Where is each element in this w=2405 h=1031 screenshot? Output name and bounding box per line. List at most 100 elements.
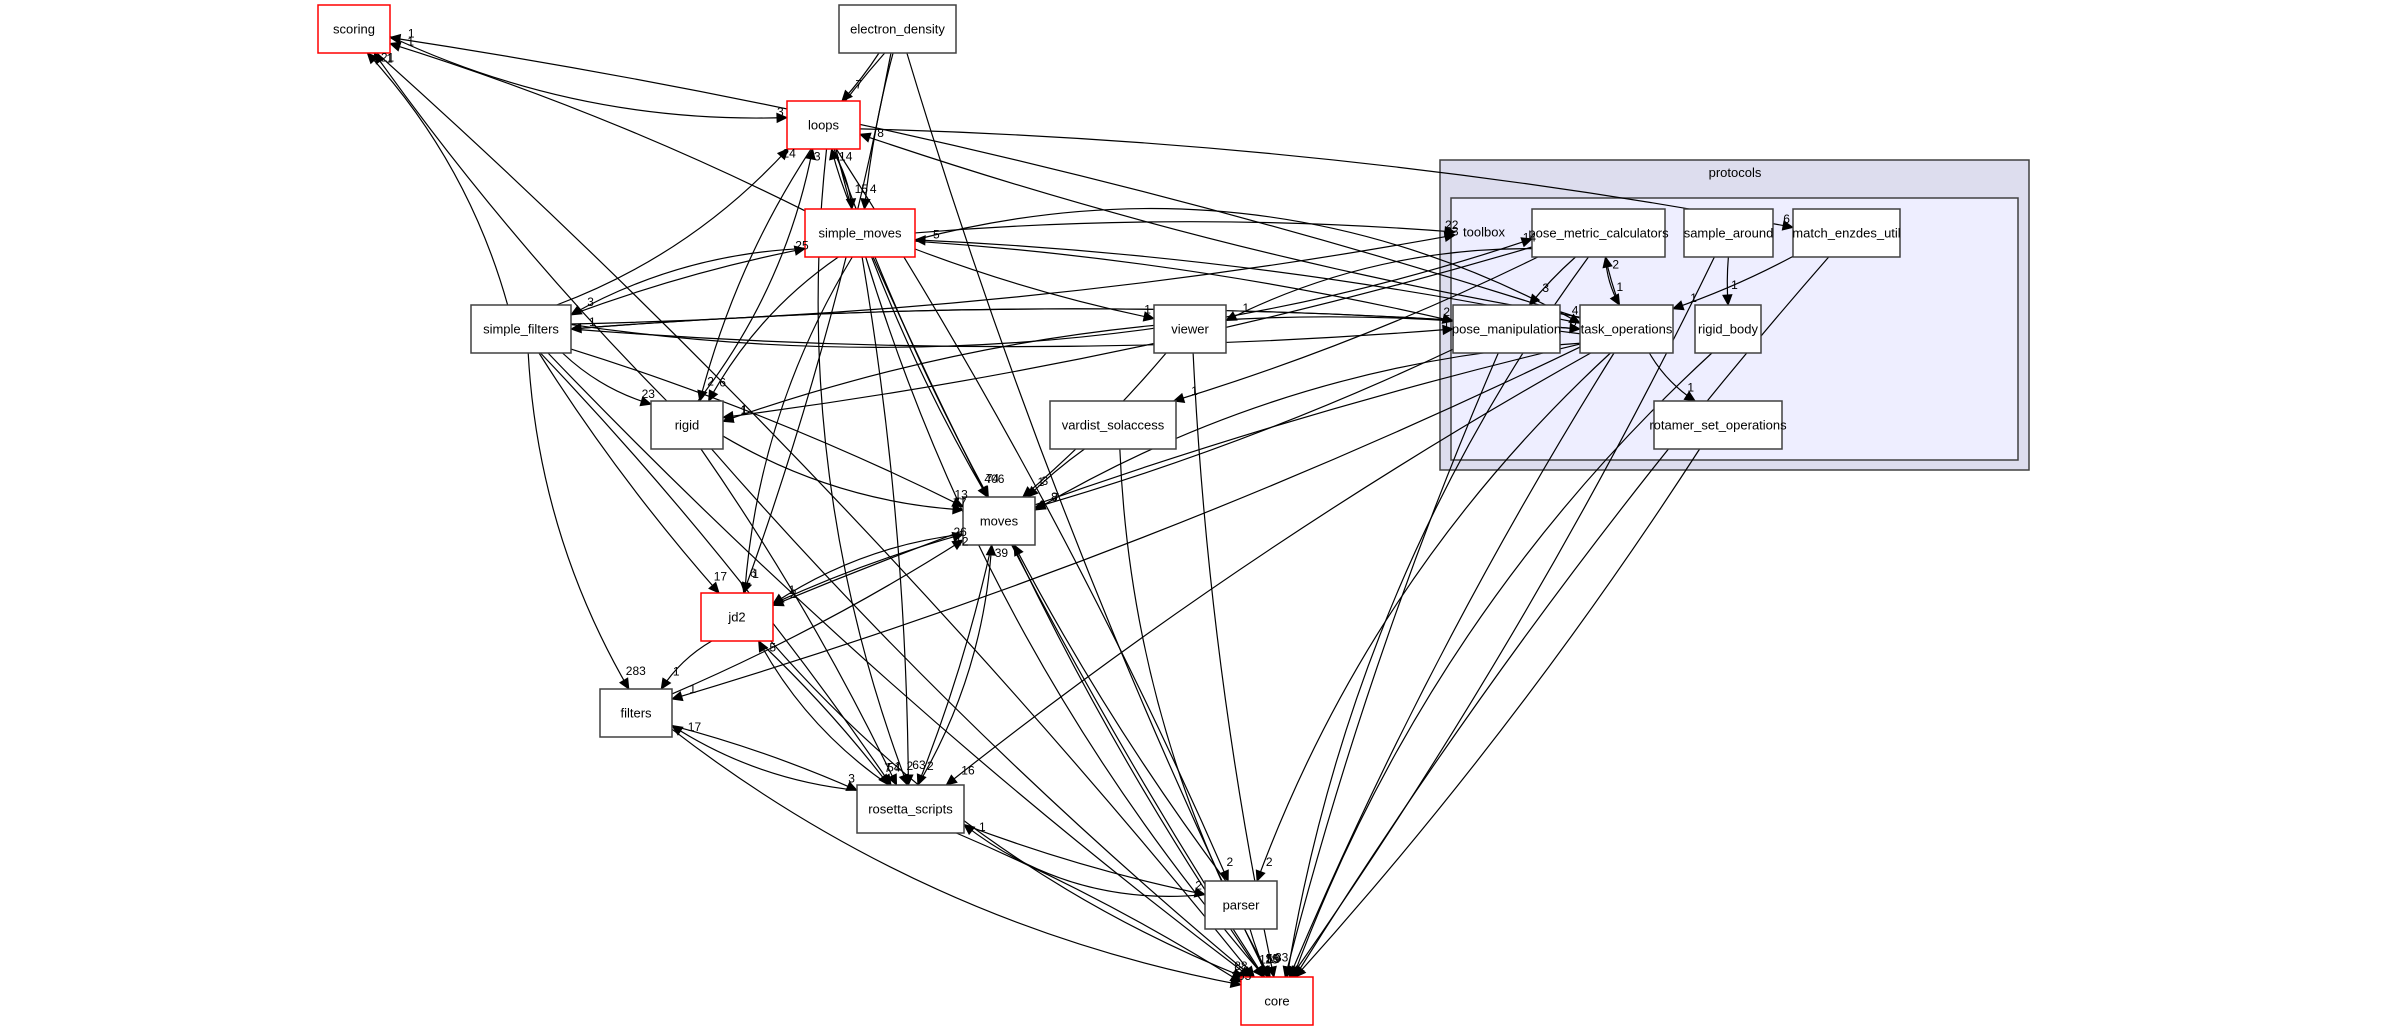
edge-task_operations-to-rosetta_scripts[interactable] <box>945 352 1591 786</box>
edge-simple_moves-to-toolbox[interactable] <box>914 221 1456 234</box>
edge-pose_manipulation-to-core[interactable] <box>1284 352 1499 978</box>
node-simple-filters[interactable]: simple_filters <box>470 304 572 354</box>
node-core[interactable]: core <box>1240 976 1314 1026</box>
node-box[interactable] <box>317 4 391 54</box>
edge-label-viewer-to-core[interactable]: 33 <box>1275 950 1289 964</box>
node-moves[interactable]: moves <box>962 496 1036 546</box>
edge-label-rigid-to-loops[interactable]: 3 <box>814 150 821 164</box>
edge-label-rigid-to-rosetta_scripts[interactable]: 1 <box>894 759 901 773</box>
edge-rigid-to-core[interactable] <box>711 448 1253 978</box>
edge-label-rosetta_scripts-to-parser[interactable]: 2 <box>1195 879 1202 893</box>
edge-label-task_operations-to-jd2[interactable]: 2 <box>790 587 797 601</box>
edge-simple_moves-to-viewer[interactable] <box>914 248 1155 320</box>
edge-label-task_operations-to-simple_filters[interactable]: 1 <box>589 315 596 329</box>
edge-label-simple_filters-to-pose_manipulation[interactable]: 1 <box>1443 317 1450 331</box>
edge-rigid-to-scoring[interactable] <box>373 52 668 402</box>
edge-label-simple_moves-to-jd2[interactable]: 6 <box>750 566 757 580</box>
edge-jd2-to-rosetta_scripts[interactable] <box>758 640 890 786</box>
edge-label-electron_density-to-rigid[interactable]: 2 <box>707 374 714 388</box>
edge-label-simple_filters-to-loops[interactable]: 24 <box>782 146 796 160</box>
node-filters[interactable]: filters <box>599 688 673 738</box>
edge-label-pose_metric_calculators-to-viewer[interactable]: 1 <box>1243 301 1250 315</box>
edge-parser-to-moves[interactable] <box>1013 544 1227 882</box>
node-box[interactable] <box>804 208 916 258</box>
edge-label-loops-to-rosetta_scripts[interactable]: 2 <box>906 759 913 773</box>
edge-rotamer_set_operations-to-core[interactable] <box>1294 448 1701 978</box>
edge-label-jd2-to-moves[interactable]: 26 <box>954 525 968 539</box>
node-loops[interactable]: loops <box>786 100 861 150</box>
node-box[interactable] <box>1683 208 1774 258</box>
edge-task_operations-to-loops[interactable] <box>859 133 1581 318</box>
edge-moves-to-jd2[interactable] <box>772 533 964 605</box>
edge-label-electron_density-to-simple_moves[interactable]: 4 <box>870 182 877 196</box>
edge-label-vardist_solaccess-to-moves[interactable]: 3 <box>1041 474 1048 488</box>
node-box[interactable] <box>1049 400 1177 450</box>
edge-label-match_enzdes_util-to-task_operations[interactable]: 1 <box>1690 291 1697 305</box>
edge-label-task_operations-to-moves[interactable]: 8 <box>1051 490 1058 504</box>
edge-label-simple_moves-to-rigid[interactable]: 6 <box>719 376 726 390</box>
edge-simple_filters-to-pose_metric_calculators[interactable] <box>570 238 1533 348</box>
edge-label-task_operations-to-pose_metric_calculators[interactable]: 2 <box>1612 258 1619 272</box>
node-box[interactable] <box>1452 304 1561 354</box>
edge-electron_density-to-core[interactable] <box>906 52 1269 978</box>
edge-simple_moves-to-rosetta_scripts[interactable] <box>861 256 909 786</box>
node-rosetta-scripts[interactable]: rosetta_scripts <box>856 784 965 834</box>
node-box[interactable] <box>1153 304 1227 354</box>
edge-simple_filters-to-task_operations[interactable] <box>570 308 1581 330</box>
edge-label-simple_filters-to-toolbox[interactable]: 23 <box>1445 224 1459 238</box>
edge-loops-to-moves[interactable] <box>833 148 989 498</box>
edge-label-simple_filters-to-filters[interactable]: 283 <box>626 664 646 678</box>
edge-simple_filters-to-moves[interactable] <box>570 348 964 508</box>
edge-match_enzdes_util-to-core[interactable] <box>1294 256 1830 978</box>
edge-label-simple_moves-to-task_operations[interactable]: 4 <box>1572 303 1579 317</box>
edge-simple_moves-to-simple_filters[interactable] <box>570 247 806 316</box>
edge-electron_density-to-rigid[interactable] <box>699 52 886 402</box>
node-vardist-solaccess[interactable]: vardist_solaccess <box>1049 400 1177 450</box>
edge-label-moves-to-jd2[interactable]: 1 <box>789 583 796 597</box>
node-box[interactable] <box>786 100 861 150</box>
edge-label-loops-to-match_enzdes_util[interactable]: 6 <box>1783 212 1790 226</box>
node-rigid[interactable]: rigid <box>650 400 724 450</box>
edge-filters-to-rosetta_scripts[interactable] <box>671 725 858 791</box>
edge-label-rosetta_scripts-to-filters[interactable]: 17 <box>688 720 702 734</box>
edge-label-parser-to-rosetta_scripts[interactable]: 1 <box>979 820 986 834</box>
node-box[interactable] <box>1694 304 1762 354</box>
edge-label-filters-to-core[interactable]: 205 <box>1231 969 1251 983</box>
edge-label-electron_density-to-jd2[interactable]: 1 <box>752 567 759 581</box>
node-box[interactable] <box>1653 400 1783 450</box>
edge-label-pose_metric_calculators-to-rigid[interactable]: 1 <box>741 403 748 417</box>
edge-sample_around-to-core[interactable] <box>1290 256 1715 978</box>
node-box[interactable] <box>1579 304 1674 354</box>
edge-label-parser-to-core[interactable]: 55 <box>1266 951 1280 965</box>
edge-label-loops-to-simple_moves[interactable]: 15 <box>855 182 869 196</box>
edge-label-rosetta_scripts-to-moves[interactable]: 39 <box>995 546 1009 560</box>
edge-loops-to-match_enzdes_util[interactable] <box>859 128 1794 228</box>
edge-task_operations-to-jd2[interactable] <box>772 343 1581 606</box>
node-box[interactable] <box>962 496 1036 546</box>
edge-label-filters-to-rosetta_scripts[interactable]: 3 <box>848 772 855 786</box>
node-box[interactable] <box>470 304 572 354</box>
edge-label-task_operations-to-parser[interactable]: 2 <box>1266 855 1273 869</box>
edge-label-task_operations-to-rotamer_set_operations[interactable]: 1 <box>1687 380 1694 394</box>
edge-label-moves-to-rosetta_scripts[interactable]: 2 <box>927 759 934 773</box>
edge-simple_filters-to-rosetta_scripts[interactable] <box>540 352 892 786</box>
edge-simple_filters-to-scoring[interactable] <box>366 52 509 306</box>
edge-label-simple_filters-to-rigid[interactable]: 23 <box>642 387 656 401</box>
node-task-operations[interactable]: task_operations <box>1579 304 1674 354</box>
edge-label-sample_around-to-rigid_body[interactable]: 1 <box>1731 278 1738 292</box>
edge-label-simple_moves-to-scoring[interactable]: 1 <box>407 35 414 49</box>
edge-parser-to-rosetta_scripts[interactable] <box>963 824 1206 897</box>
node-box[interactable] <box>1204 880 1278 930</box>
cluster-toolbox-label[interactable]: toolbox <box>1463 225 1505 240</box>
edge-label-simple_filters-to-pose_metric_calculators[interactable]: 14 <box>1523 230 1537 244</box>
node-rigid-body[interactable]: rigid_body <box>1694 304 1762 354</box>
node-box[interactable] <box>856 784 965 834</box>
edge-simple_filters-to-toolbox[interactable] <box>570 234 1456 325</box>
edge-label-jd2-to-core[interactable]: 88 <box>1234 959 1248 973</box>
edge-label-simple_filters-to-simple_moves[interactable]: 25 <box>795 238 809 252</box>
edge-label-rosetta_scripts-to-jd2[interactable]: 5 <box>769 640 776 654</box>
edge-label-filters-to-moves[interactable]: 12 <box>955 535 969 549</box>
edge-label-task_operations-to-rosetta_scripts[interactable]: 16 <box>961 763 975 777</box>
edge-simple_filters-to-filters[interactable] <box>527 352 630 690</box>
edge-jd2-to-moves[interactable] <box>772 533 964 605</box>
